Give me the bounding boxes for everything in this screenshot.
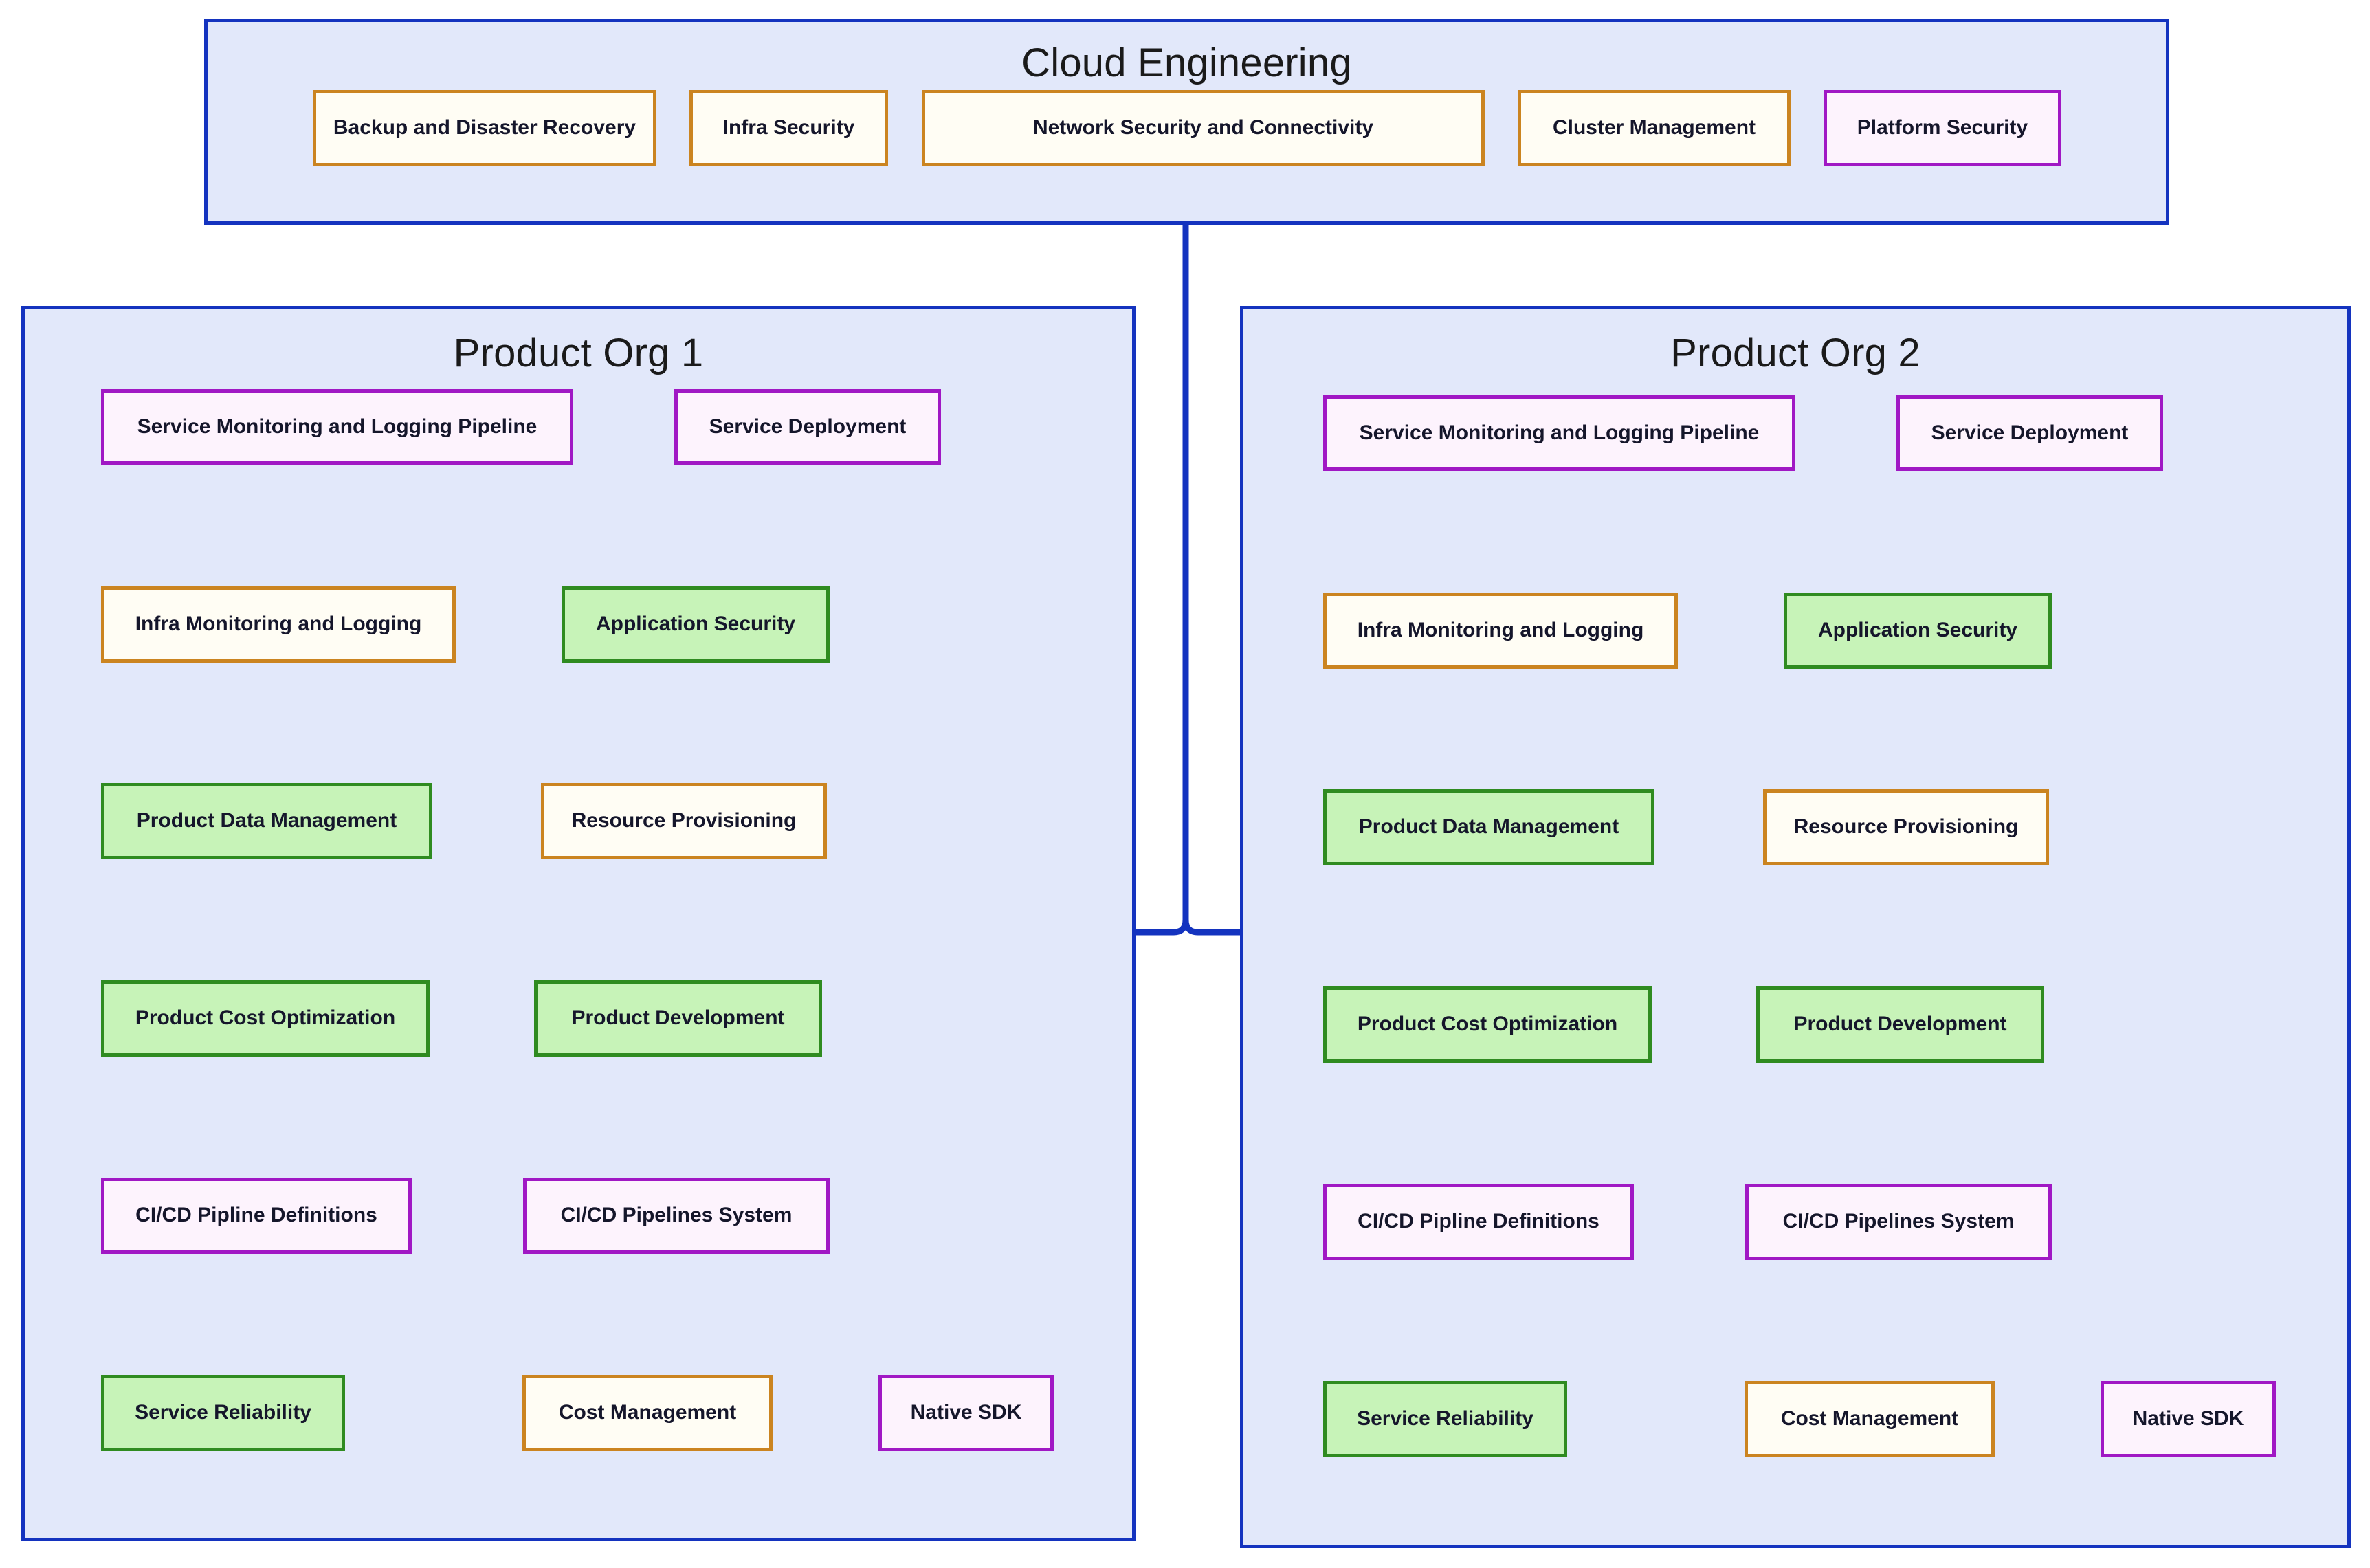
node-label: Product Development — [571, 1006, 785, 1030]
node-label: Service Deployment — [1931, 421, 2129, 444]
product-org-2-node-product-cost-optimization[interactable]: Product Cost Optimization — [1323, 986, 1652, 1063]
product-org-2-node-service-monitoring-and-logging-pipeline[interactable]: Service Monitoring and Logging Pipeline — [1323, 395, 1795, 471]
node-label: CI/CD Pipelines System — [560, 1204, 793, 1227]
node-label: Application Security — [1817, 619, 2018, 642]
cloud-engineering-node-infra-security[interactable]: Infra Security — [689, 90, 888, 166]
product-org-2-node-application-security[interactable]: Application Security — [1784, 593, 2052, 669]
node-label: Infra Monitoring and Logging — [1357, 619, 1644, 642]
cloud-engineering-node-network-security-and-connectivity[interactable]: Network Security and Connectivity — [922, 90, 1485, 166]
product-org-1-node-service-deployment[interactable]: Service Deployment — [674, 389, 941, 465]
node-label: Cost Management — [1780, 1407, 1959, 1431]
node-label: Infra Security — [722, 116, 855, 140]
node-label: Application Security — [595, 612, 796, 636]
node-label: CI/CD Pipelines System — [1782, 1210, 2015, 1233]
product-org-1-node-ci-cd-pipline-definitions[interactable]: CI/CD Pipline Definitions — [101, 1178, 412, 1254]
product-org-1-title: Product Org 1 — [453, 331, 704, 375]
product-org-1-node-infra-monitoring-and-logging[interactable]: Infra Monitoring and Logging — [101, 586, 456, 663]
node-label: Product Data Management — [136, 809, 397, 832]
product-org-1-node-cost-management[interactable]: Cost Management — [522, 1375, 773, 1451]
product-org-1-node-native-sdk[interactable]: Native SDK — [878, 1375, 1054, 1451]
node-label: Cluster Management — [1552, 116, 1756, 140]
product-org-1-node-product-data-management[interactable]: Product Data Management — [101, 783, 432, 859]
node-label: Product Cost Optimization — [135, 1006, 396, 1030]
product-org-2-node-infra-monitoring-and-logging[interactable]: Infra Monitoring and Logging — [1323, 593, 1678, 669]
product-org-1-node-application-security[interactable]: Application Security — [562, 586, 830, 663]
cloud-engineering-title: Cloud Engineering — [1021, 41, 1352, 85]
cloud-engineering-node-cluster-management[interactable]: Cluster Management — [1518, 90, 1791, 166]
node-label: Network Security and Connectivity — [1032, 116, 1374, 140]
node-label: Product Development — [1793, 1013, 2007, 1036]
node-label: Product Data Management — [1358, 815, 1619, 839]
node-label: Platform Security — [1857, 116, 2028, 140]
product-org-2-container[interactable]: Product Org 2 — [1240, 306, 2351, 1548]
product-org-1-node-service-monitoring-and-logging-pipeline[interactable]: Service Monitoring and Logging Pipeline — [101, 389, 573, 465]
node-label: Infra Monitoring and Logging — [135, 612, 422, 636]
node-label: Native SDK — [910, 1401, 1022, 1424]
node-label: Service Deployment — [709, 415, 907, 438]
node-label: Native SDK — [2132, 1407, 2244, 1431]
node-label: Product Cost Optimization — [1357, 1013, 1618, 1036]
node-label: CI/CD Pipline Definitions — [1358, 1210, 1599, 1233]
node-label: Backup and Disaster Recovery — [333, 116, 636, 140]
node-label: Service Monitoring and Logging Pipeline — [137, 415, 538, 438]
product-org-2-node-service-reliability[interactable]: Service Reliability — [1323, 1381, 1567, 1457]
node-label: Service Reliability — [1357, 1407, 1533, 1431]
product-org-2-node-native-sdk[interactable]: Native SDK — [2101, 1381, 2276, 1457]
product-org-2-node-product-development[interactable]: Product Development — [1756, 986, 2044, 1063]
node-label: Cost Management — [558, 1401, 737, 1424]
node-label: Resource Provisioning — [571, 809, 797, 832]
product-org-2-title: Product Org 2 — [1670, 331, 1920, 375]
product-org-1-node-product-cost-optimization[interactable]: Product Cost Optimization — [101, 980, 430, 1057]
product-org-2-node-resource-provisioning[interactable]: Resource Provisioning — [1763, 789, 2049, 865]
node-label: Service Monitoring and Logging Pipeline — [1359, 421, 1760, 444]
node-label: Service Reliability — [135, 1401, 311, 1424]
product-org-2-node-ci-cd-pipelines-system[interactable]: CI/CD Pipelines System — [1745, 1184, 2052, 1260]
product-org-1-node-ci-cd-pipelines-system[interactable]: CI/CD Pipelines System — [523, 1178, 830, 1254]
cloud-engineering-node-backup-and-disaster-recovery[interactable]: Backup and Disaster Recovery — [313, 90, 656, 166]
product-org-1-node-product-development[interactable]: Product Development — [534, 980, 822, 1057]
node-label: CI/CD Pipline Definitions — [135, 1204, 377, 1227]
product-org-1-container[interactable]: Product Org 1 — [21, 306, 1136, 1541]
product-org-2-node-cost-management[interactable]: Cost Management — [1745, 1381, 1995, 1457]
product-org-1-node-resource-provisioning[interactable]: Resource Provisioning — [541, 783, 827, 859]
product-org-1-node-service-reliability[interactable]: Service Reliability — [101, 1375, 345, 1451]
cloud-engineering-node-platform-security[interactable]: Platform Security — [1824, 90, 2061, 166]
product-org-2-node-product-data-management[interactable]: Product Data Management — [1323, 789, 1654, 865]
product-org-2-node-service-deployment[interactable]: Service Deployment — [1896, 395, 2163, 471]
node-label: Resource Provisioning — [1793, 815, 2019, 839]
product-org-2-node-ci-cd-pipline-definitions[interactable]: CI/CD Pipline Definitions — [1323, 1184, 1634, 1260]
